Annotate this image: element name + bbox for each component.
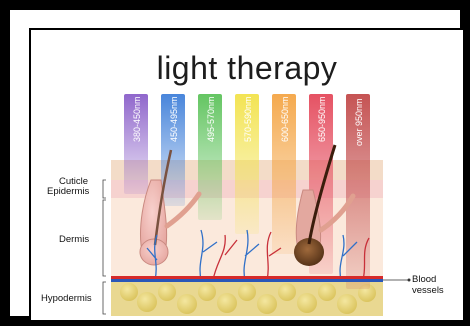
wavelength-label: 570-590nm (243, 96, 253, 142)
hypodermis-label: Hypodermis (41, 293, 92, 304)
dermis-label: Dermis (59, 234, 89, 245)
diagram-panel: light therapy (29, 28, 465, 322)
blood-vessels (111, 276, 383, 282)
wavelength-label: over 950nm (354, 98, 364, 146)
wavelength-label: 650-950nm (317, 96, 327, 142)
wavelength-label: 450-495nm (169, 96, 179, 142)
wavelength-label: 600-650nm (280, 96, 290, 142)
epidermis-label: Epidermis (47, 186, 89, 197)
frame-mat: light therapy (10, 10, 460, 316)
skin-diagram: 380-450nm 450-495nm 495-570nm 570-590nm … (31, 30, 463, 320)
wavelength-label: 380-450nm (132, 96, 142, 142)
blood-vessels-label: Blood vessels (412, 274, 463, 296)
wavelength-label: 495-570nm (206, 96, 216, 142)
layer-brackets (103, 180, 106, 314)
